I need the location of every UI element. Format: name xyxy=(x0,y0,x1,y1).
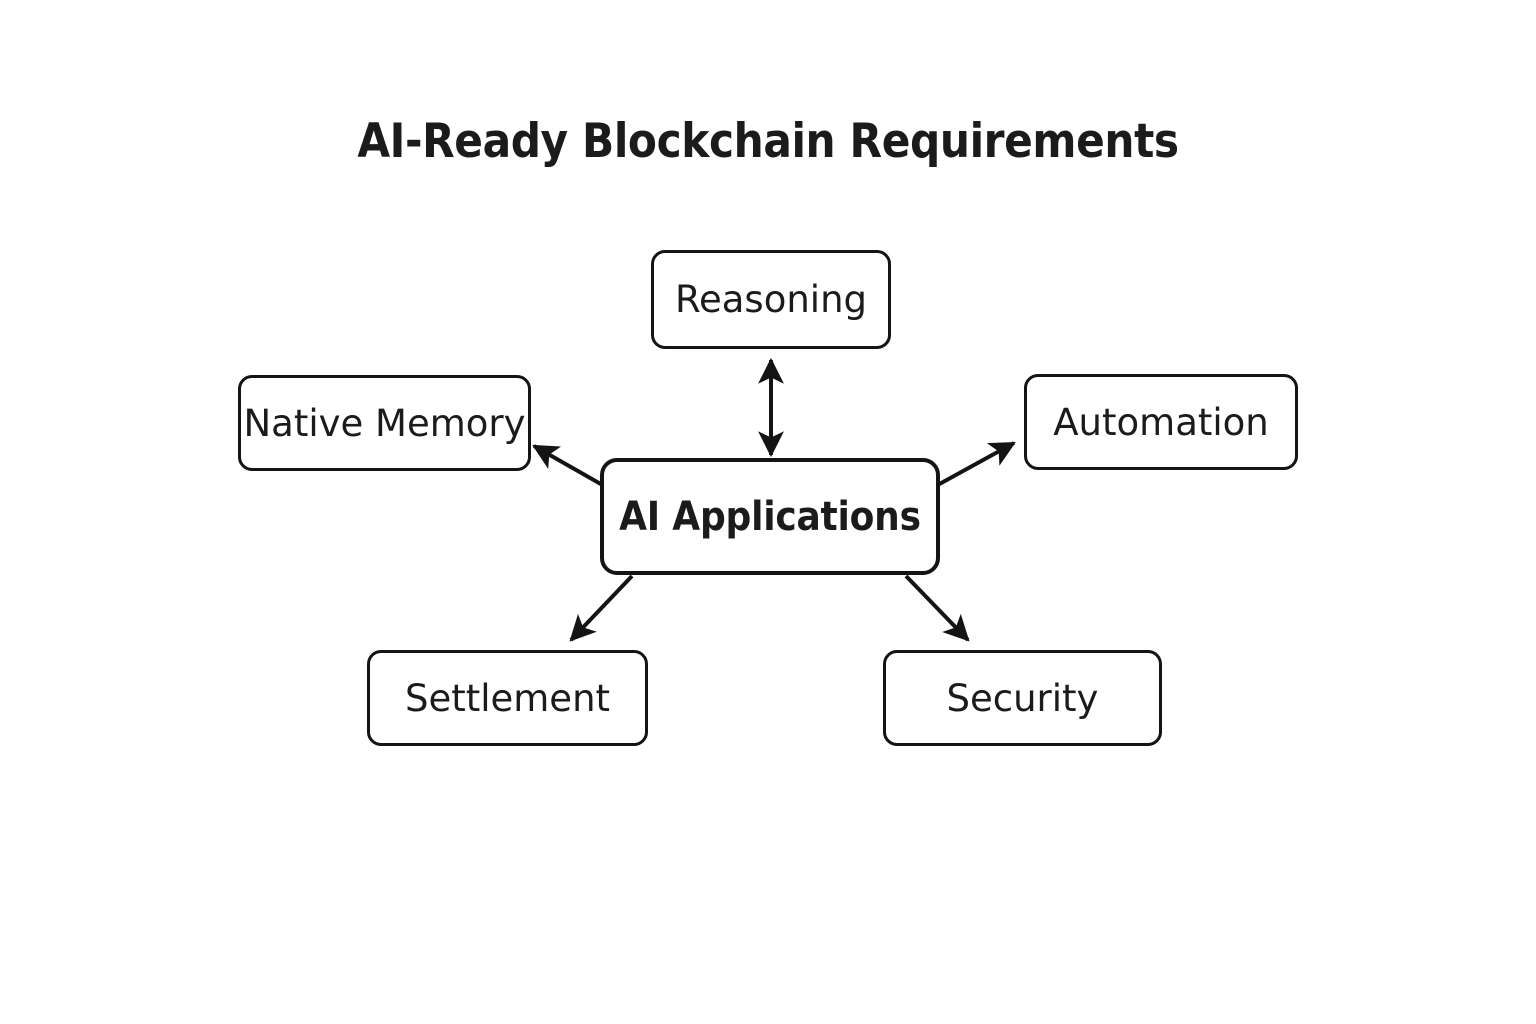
node-ai-applications[interactable]: AI Applications xyxy=(600,458,940,575)
node-settlement[interactable]: Settlement xyxy=(367,650,648,746)
edge-ai-applications-automation xyxy=(933,441,1016,489)
node-security[interactable]: Security xyxy=(883,650,1162,746)
node-reasoning[interactable]: Reasoning xyxy=(651,250,891,349)
page-title: AI-Ready Blockchain Requirements xyxy=(357,114,1179,169)
edge-ai-applications-settlement xyxy=(569,574,634,642)
node-settlement-label: Settlement xyxy=(404,676,611,720)
node-automation-label: Automation xyxy=(1053,400,1269,444)
node-native-memory-label: Native Memory xyxy=(243,401,526,445)
edge-ai-applications-native-memory xyxy=(532,444,607,489)
node-reasoning-label: Reasoning xyxy=(674,278,868,321)
node-security-label: Security xyxy=(946,676,1099,720)
node-ai-applications-label: AI Applications xyxy=(619,493,921,540)
node-native-memory[interactable]: Native Memory xyxy=(238,375,531,471)
edge-ai-applications-security xyxy=(904,574,970,642)
node-automation[interactable]: Automation xyxy=(1024,374,1298,470)
